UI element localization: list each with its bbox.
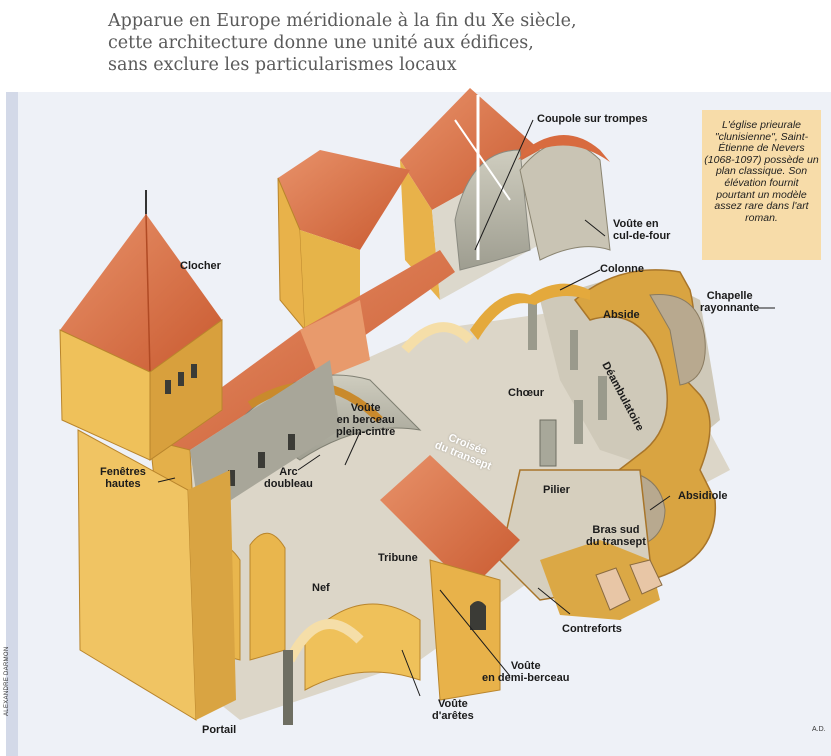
leader-lines xyxy=(157,119,775,697)
label-nef: Nef xyxy=(312,582,330,594)
transverse-arch xyxy=(401,322,474,354)
high-window xyxy=(228,470,235,486)
crossing-tower-roof xyxy=(400,88,540,210)
label-tribune: Tribune xyxy=(378,552,418,564)
label-fenetres-hautes: Fenêtres hautes xyxy=(100,466,146,490)
illustrator-credit: ALEXANDRE DARMON xyxy=(4,646,10,716)
bell-tower-opening xyxy=(178,372,184,386)
label-colonne: Colonne xyxy=(600,263,644,275)
dome-rib xyxy=(454,119,511,201)
headline-line: sans exclure les particularismes locaux xyxy=(108,55,457,75)
tribune-wall xyxy=(429,559,501,701)
label-abside: Abside xyxy=(603,309,640,321)
north-transept-roof xyxy=(278,150,410,250)
high-window xyxy=(288,434,295,450)
label-voute-aretes: Voûte d'arêtes xyxy=(432,698,474,722)
label-choeur: Chœur xyxy=(508,387,545,399)
label-arc-doubleau: Arc doubleau xyxy=(264,466,313,490)
label-voute-demi-berceau: Voûte en demi-berceau xyxy=(482,660,570,684)
bell-tower-opening xyxy=(191,364,197,378)
choir-arcade xyxy=(470,283,590,340)
label-absidiole: Absidiole xyxy=(678,490,728,502)
pillar xyxy=(598,376,607,420)
pillar xyxy=(539,419,557,467)
high-window xyxy=(258,452,265,468)
tribune-window xyxy=(470,601,486,630)
bell-tower-opening xyxy=(165,380,171,394)
label-pilier: Pilier xyxy=(543,484,570,496)
illustrator-initials: A.D. xyxy=(812,726,826,733)
pillar xyxy=(570,330,578,370)
bell-tower-wall xyxy=(149,319,223,461)
buttress xyxy=(629,559,663,595)
label-coupole: Coupole sur trompes xyxy=(537,113,648,125)
portal-column xyxy=(283,650,293,725)
buttress xyxy=(595,567,631,611)
nave-roof xyxy=(150,250,455,450)
groin-vault-arch xyxy=(285,619,364,663)
nave-roof-cut xyxy=(300,300,370,380)
pillar xyxy=(528,300,537,350)
headline: Apparue en Europe méridionale à la fin d… xyxy=(108,10,668,76)
radiating-chapel xyxy=(649,294,706,386)
label-chapelle-rayonnante: Chapelle rayonnante xyxy=(700,290,760,314)
info-box-text: L'église prieurale "clunisienne", Saint-… xyxy=(704,119,819,224)
label-voute-cul-de-four: Voûte en cul-de-four xyxy=(613,218,671,242)
apse-roof xyxy=(518,135,610,162)
bell-tower-spire-ridge xyxy=(145,213,151,373)
tribune-roof xyxy=(380,455,520,590)
label-contreforts: Contreforts xyxy=(562,623,622,635)
headline-line: cette architecture donne une unité aux é… xyxy=(108,33,534,53)
apse-semi-dome xyxy=(519,141,611,261)
info-box: L'église prieurale "clunisienne", Saint-… xyxy=(702,110,821,260)
bell-tower-spire xyxy=(60,214,222,372)
facade-block xyxy=(188,470,236,720)
label-bras-sud-transept: Bras sud du transept xyxy=(586,524,646,548)
label-voute-berceau: Voûte en berceau plein-cintre xyxy=(336,402,396,438)
label-portail: Portail xyxy=(202,724,237,736)
label-clocher: Clocher xyxy=(180,260,221,272)
headline-line: Apparue en Europe méridionale à la fin d… xyxy=(108,11,577,31)
aisle-arcade xyxy=(249,532,286,661)
pillar xyxy=(574,400,583,444)
